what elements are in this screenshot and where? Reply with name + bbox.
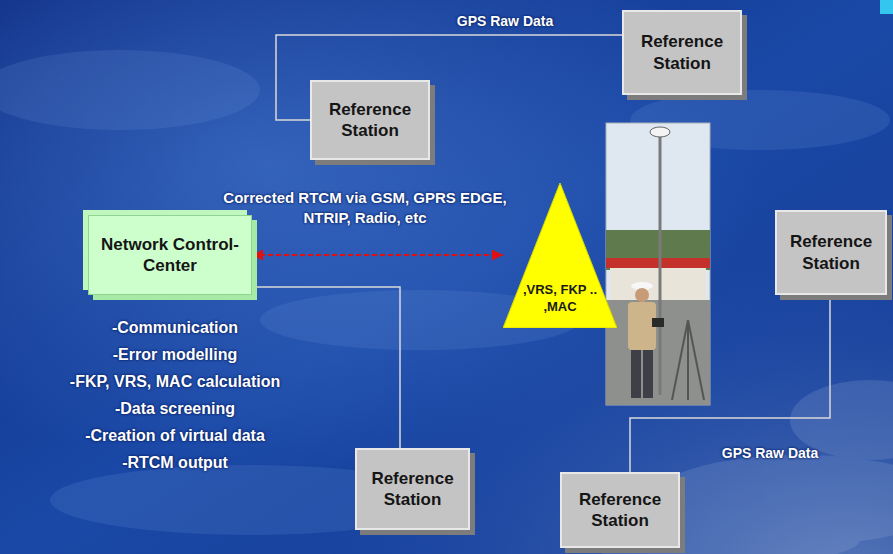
survey-pole xyxy=(659,132,662,395)
function-item: -RTCM output xyxy=(5,453,345,474)
correction-arrow xyxy=(252,254,503,256)
node-text: Network Control-Center xyxy=(95,234,245,277)
control-center-box: Network Control-Center xyxy=(88,215,252,295)
node-text: Reference Station xyxy=(365,468,460,511)
trees xyxy=(606,230,710,270)
node-text: ,VRS, FKP .. ,MAC xyxy=(521,282,599,316)
signal-label: GPS Raw Data xyxy=(430,12,580,30)
gps-antenna xyxy=(650,127,670,137)
reference-station-box: Reference Station xyxy=(310,80,430,160)
signal-label: GPS Raw Data xyxy=(695,444,845,462)
leg xyxy=(631,350,641,398)
function-item: -Communication xyxy=(5,318,345,339)
data-line xyxy=(252,287,400,448)
node-text: Reference Station xyxy=(632,31,732,74)
method-triangle: ,VRS, FKP .. ,MAC xyxy=(503,183,617,328)
node-text: Reference Station xyxy=(785,231,877,274)
road xyxy=(606,300,710,405)
canopy xyxy=(606,258,710,268)
function-item: -Creation of virtual data xyxy=(5,426,345,447)
controller xyxy=(652,318,664,327)
photo-frame xyxy=(606,123,710,405)
function-item: -Error modelling xyxy=(5,345,345,366)
reference-station-box: Reference Station xyxy=(355,448,470,530)
shirt xyxy=(628,302,656,350)
function-item: -FKP, VRS, MAC calculation xyxy=(5,372,345,393)
function-item: -Data screening xyxy=(5,399,345,420)
link-label: Corrected RTCM via GSM, GPRS EDGE, NTRIP… xyxy=(220,188,510,227)
reference-station-box: Reference Station xyxy=(560,472,680,548)
node-text: Reference Station xyxy=(320,99,420,142)
station-building xyxy=(610,268,706,300)
head xyxy=(635,288,649,302)
leg xyxy=(643,350,653,398)
reference-station-box: Reference Station xyxy=(775,210,887,295)
reference-station-box: Reference Station xyxy=(622,10,742,95)
node-text: Reference Station xyxy=(570,489,670,532)
tripod xyxy=(672,320,704,400)
